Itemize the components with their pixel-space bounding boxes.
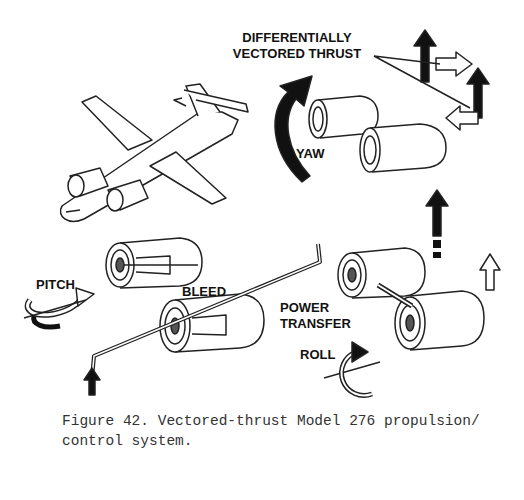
figure-caption: Figure 42. Vectored-thrust Model 276 pro… xyxy=(62,412,512,451)
annotation-label: YAW xyxy=(296,146,346,162)
pitch-engines xyxy=(24,238,320,395)
annotation-label: PITCH xyxy=(36,277,96,293)
roll-engines xyxy=(324,190,500,395)
annotation-label: DIFFERENTIALLY VECTORED THRUST xyxy=(222,30,372,63)
annotation-label: BLEED xyxy=(182,284,242,300)
annotation-label: ROLL xyxy=(300,347,350,363)
annotation-label: POWER TRANSFER xyxy=(280,300,370,333)
aircraft-sketch xyxy=(60,84,248,221)
